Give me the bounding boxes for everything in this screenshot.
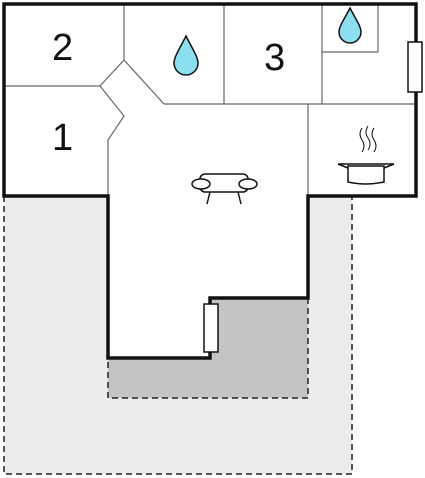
interior-walls (4, 4, 416, 196)
exterior-walls (2, 2, 418, 360)
water-drop-icon (173, 34, 199, 76)
room-label-3: 3 (264, 37, 285, 79)
room-label-1: 1 (52, 117, 73, 159)
window-icon (407, 41, 423, 93)
window-icon (203, 303, 219, 353)
water-drop-icon (338, 6, 362, 44)
sofa-icon (191, 173, 258, 205)
cooking-pot-icon (337, 125, 395, 185)
room-label-2: 2 (52, 27, 73, 69)
